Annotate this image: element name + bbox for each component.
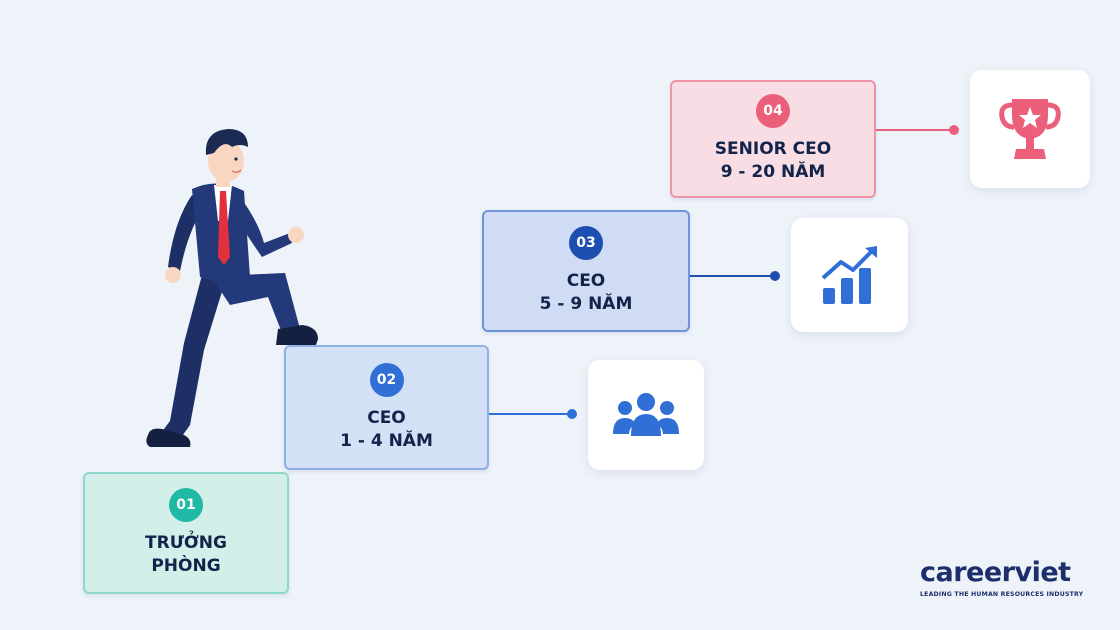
step-number-badge: 03 xyxy=(569,226,603,260)
step-subtitle: 5 - 9 NĂM xyxy=(539,294,633,314)
team-icon xyxy=(613,393,679,436)
businessman-illustration xyxy=(146,129,318,447)
step-truong-phong: 01 TRƯỞNG PHÒNG xyxy=(83,472,289,594)
step-number-badge: 01 xyxy=(169,488,203,522)
step-title: TRƯỞNG xyxy=(145,533,227,553)
step-ceo-1-4: 02 CEO 1 - 4 NĂM xyxy=(284,345,489,470)
step-title: CEO xyxy=(566,271,606,291)
step-number-badge: 02 xyxy=(369,362,404,397)
connector-line xyxy=(489,409,577,419)
growth-chart-icon-card xyxy=(791,218,908,332)
brand-name: careerviet xyxy=(920,557,1071,588)
careerviet-logo: careerviet LEADING THE HUMAN RESOURCES I… xyxy=(920,557,1095,599)
step-subtitle: PHÒNG xyxy=(151,556,221,576)
connector-line xyxy=(876,125,959,135)
step-number-badge: 04 xyxy=(756,94,790,128)
connector-dot xyxy=(949,125,959,135)
trophy-icon-card xyxy=(970,70,1090,188)
step-title: CEO xyxy=(367,407,406,428)
brand-tagline: LEADING THE HUMAN RESOURCES INDUSTRY xyxy=(920,591,1084,598)
trophy-icon xyxy=(999,99,1061,159)
connector-dot xyxy=(770,271,780,281)
step-ceo-5-9: 03 CEO 5 - 9 NĂM xyxy=(482,210,690,332)
team-icon-card xyxy=(588,360,704,470)
step-subtitle: 9 - 20 NĂM xyxy=(720,162,826,182)
growth-chart-icon xyxy=(821,246,877,304)
connector-dot xyxy=(567,409,577,419)
connector-line xyxy=(690,271,780,281)
step-title: SENIOR CEO xyxy=(714,139,832,159)
step-senior-ceo: 04 SENIOR CEO 9 - 20 NĂM xyxy=(670,80,876,198)
step-subtitle: 1 - 4 NĂM xyxy=(340,430,433,451)
